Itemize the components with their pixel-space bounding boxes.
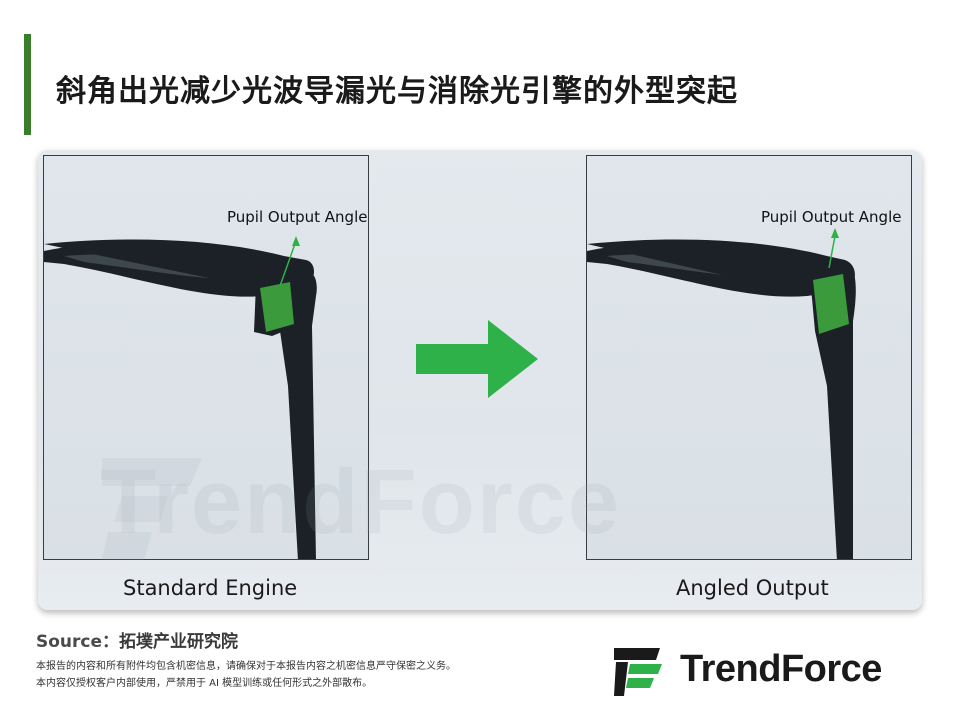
logo-mark-icon [614,648,662,696]
figure-panel: Pupil Output Angle Pupil Output Angle Tr… [38,150,922,610]
transition-arrow-icon [416,320,538,398]
title-accent-bar [24,34,31,135]
source-label: Source： [36,632,120,652]
page-title: 斜角出光减少光波导漏光与消除光引擎的外型突起 [56,74,738,109]
trendforce-logo: TrendForce [614,646,934,696]
watermark-text: TrendForce [100,451,622,553]
disclaimer-line-2: 本内容仅授权客户内部使用，严禁用于 AI 模型训练或任何形式之外部散布。 [36,678,373,689]
logo-wordmark: TrendForce [680,648,882,690]
standard-engine-image: Pupil Output Angle [43,155,369,560]
disclaimer-line-1: 本报告的内容和所有附件均包含机密信息，请确保对于本报告内容之机密信息严守保密之义… [36,661,456,672]
angled-output-image: Pupil Output Angle [586,155,912,560]
glasses-standard-illustration [44,236,317,559]
caption-standard-engine: Standard Engine [123,576,298,600]
pupil-output-angle-label-right: Pupil Output Angle [761,208,902,226]
source-value: 拓墣产业研究院 [119,632,239,652]
watermark-logo-mark [102,458,202,560]
glasses-angled-illustration [587,228,856,559]
source-line: Source：拓墣产业研究院 [36,627,238,652]
pupil-output-angle-label-left: Pupil Output Angle [227,208,368,226]
caption-angled-output: Angled Output [676,576,829,600]
